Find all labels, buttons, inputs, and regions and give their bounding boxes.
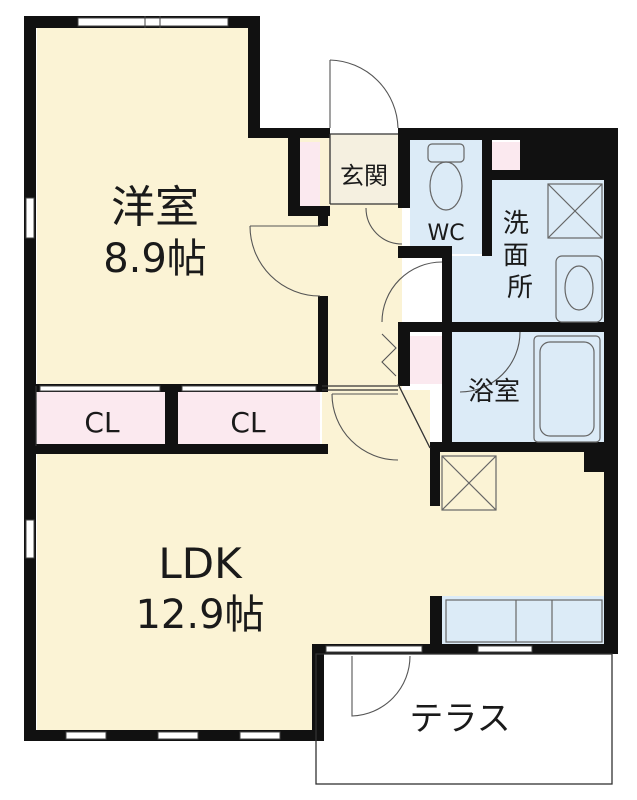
wall-wash-north (482, 170, 522, 180)
wall-east-lower (604, 448, 618, 654)
toilet-accent (490, 142, 520, 170)
room-labels: 洋室 8.9帖 CL CL 玄関 WC 洗 面 所 浴室 LDK 12.9帖 テ… (84, 162, 537, 739)
closet-right-floor (178, 392, 320, 444)
windows (25, 16, 533, 740)
western-room-size: 8.9帖 (103, 236, 207, 282)
toilet-label: WC (427, 221, 464, 246)
window-kitchen-south-2 (477, 645, 533, 653)
washroom-label-char-1: 洗 (503, 209, 529, 239)
window-south-1 (65, 731, 107, 740)
bath-door-swing (459, 331, 521, 393)
window-closet (39, 385, 161, 392)
wall-wc-west (398, 128, 410, 208)
washroom-label-char-2: 面 (503, 241, 529, 271)
hall-closet-floor (410, 336, 442, 384)
washroom-label: 洗 面 所 (503, 209, 537, 303)
wall-western-east (318, 206, 328, 226)
terrace-door-swing (351, 655, 411, 717)
bathroom-floor (452, 330, 606, 444)
fixtures (427, 143, 603, 643)
washroom-label-char-3: 所 (507, 273, 533, 303)
wall-entrance-closet-bottom (288, 206, 330, 216)
wall-kitchen-south (312, 644, 618, 654)
window-west-lower (25, 519, 35, 559)
washroom-lower-floor (448, 256, 498, 326)
wall-east-upper (604, 128, 618, 458)
partition-lines (35, 133, 613, 785)
wall-bath-north (398, 322, 618, 332)
ldk-door-swing (331, 393, 399, 461)
entrance-floor (330, 134, 402, 204)
bathroom-label: 浴室 (468, 377, 520, 407)
wall-hall-closet-west (398, 322, 410, 386)
window-south-2 (157, 731, 199, 740)
entrance-closet-floor (300, 142, 320, 206)
wall-west (24, 16, 36, 741)
terrace-label: テラス (409, 699, 510, 739)
closet-right-label: CL (230, 406, 266, 439)
wall-notch-vertical (248, 16, 260, 138)
toilet-bowl (429, 161, 463, 211)
wall-bath-west (442, 322, 452, 450)
wc-door-swing (365, 207, 403, 245)
washroom-door-swing (381, 261, 443, 323)
western-room-name: 洋室 (111, 182, 199, 233)
ldk-size: 12.9帖 (135, 592, 264, 638)
window-south-3 (239, 731, 281, 740)
wall-northeast-block (520, 128, 618, 180)
closet-left-floor (37, 392, 165, 444)
doors (249, 59, 521, 717)
wall-western-east-lower (318, 296, 328, 392)
window-closet-2 (181, 385, 317, 392)
washbasin (555, 255, 603, 323)
wall-wc-east (482, 140, 492, 256)
wall-bath-south-block (584, 442, 618, 472)
wall-bath-south (430, 442, 618, 452)
ldk-name: LDK (158, 539, 243, 588)
bathtub (533, 335, 601, 443)
wall-cl-divider (165, 384, 178, 454)
wall-notch-horizontal (248, 128, 330, 138)
window-kitchen-south (325, 645, 423, 653)
wall-entrance-left (288, 138, 300, 216)
entrance-label: 玄関 (340, 162, 388, 190)
wall-fridge-west (430, 442, 440, 506)
washer-space (547, 183, 603, 239)
wall-wash-west (442, 246, 452, 326)
window-north (77, 17, 229, 27)
closet-left-label: CL (84, 406, 120, 439)
wall-wc-south (398, 246, 450, 258)
kitchen-counter (445, 599, 603, 643)
window-west-upper (25, 197, 35, 239)
wall-counter-west (430, 596, 442, 654)
wall-terrace-vertical (312, 644, 324, 741)
front-door-swing (329, 59, 399, 129)
western-door-swing (249, 225, 321, 297)
toilet-floor (410, 134, 490, 254)
kitchen-counter-floor (442, 596, 606, 644)
hall-closet-door (381, 333, 397, 377)
washroom-floor (492, 180, 606, 326)
fridge-space (441, 455, 497, 511)
